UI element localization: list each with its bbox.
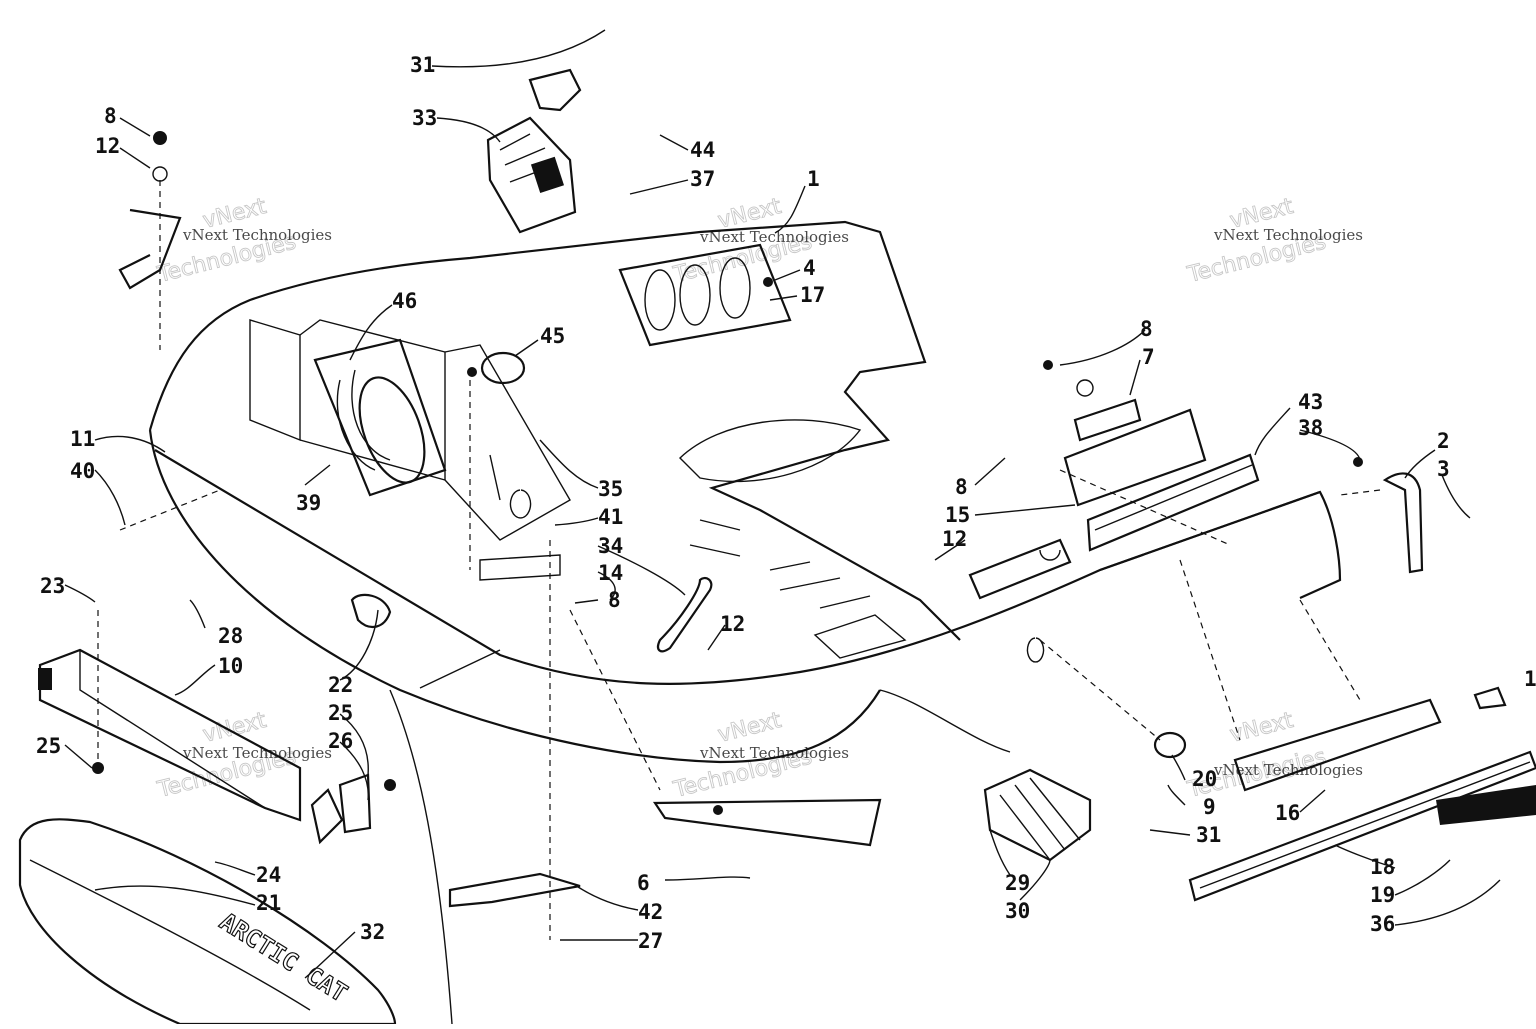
plate-22 <box>350 593 392 629</box>
callout-25-left: 25 <box>36 734 61 758</box>
callout-45: 45 <box>540 324 565 348</box>
callout-20: 20 <box>1192 767 1217 791</box>
callout-11: 11 <box>70 427 95 451</box>
steering-boot <box>486 116 577 234</box>
handle-34 <box>656 576 713 653</box>
belly-pan-body <box>148 220 1342 1025</box>
nose-cover: ARCTIC CAT <box>18 818 397 1026</box>
running-board-18 <box>1188 750 1536 902</box>
callout-35: 35 <box>598 477 623 501</box>
callout-43: 43 <box>1298 390 1323 414</box>
callout-31-right: 31 <box>1196 823 1221 847</box>
callout-31-top: 31 <box>410 53 435 77</box>
callout-42: 42 <box>638 900 663 924</box>
callout-33: 33 <box>412 106 437 130</box>
svg-text:vNext Technologies: vNext Technologies <box>1213 226 1363 244</box>
callout-1-right-edge: 1 <box>1524 667 1536 691</box>
left-bracket <box>118 131 182 290</box>
plate-42 <box>448 872 581 908</box>
bracket-7 <box>1043 360 1142 442</box>
callout-18: 18 <box>1370 855 1395 879</box>
callout-8-left: 8 <box>104 104 117 128</box>
callout-3: 3 <box>1437 457 1450 481</box>
svg-text:vNext: vNext <box>1227 708 1296 748</box>
callout-12-center: 12 <box>720 612 745 636</box>
callout-40: 40 <box>70 459 95 483</box>
callout-22: 22 <box>328 673 353 697</box>
strip-2-3 <box>1353 457 1424 574</box>
callout-7: 7 <box>1142 345 1155 369</box>
callout-10: 10 <box>218 654 243 678</box>
callout-labels: 31 33 8 12 44 37 1 4 17 46 45 8 7 43 38 … <box>36 53 1536 953</box>
callout-17: 17 <box>800 283 825 307</box>
rail-43 <box>1086 453 1260 552</box>
watermark-lower-center: vNext Technologies vNext Technologies <box>670 707 849 803</box>
brackets-25-26 <box>310 773 396 845</box>
watermark-right: vNext Technologies vNext Technologies <box>1184 193 1363 288</box>
callout-19: 19 <box>1370 883 1395 907</box>
callout-29: 29 <box>1005 871 1030 895</box>
callout-34: 34 <box>598 534 623 558</box>
svg-text:vNext Technologies: vNext Technologies <box>182 226 332 244</box>
callout-25-right: 25 <box>328 701 353 725</box>
svg-text:vNext: vNext <box>715 708 784 748</box>
bracket-31-top <box>528 68 582 112</box>
watermark-center: vNext Technologies vNext Technologies <box>670 193 849 288</box>
watermark-lower-left: vNext Technologies vNext Technologies <box>154 707 332 803</box>
callout-44: 44 <box>690 138 715 162</box>
callout-27: 27 <box>638 929 663 953</box>
callout-38: 38 <box>1298 416 1323 440</box>
front-bumper-bar <box>38 648 302 822</box>
callout-9: 9 <box>1203 795 1216 819</box>
callout-28: 28 <box>218 624 243 648</box>
callout-16: 16 <box>1275 801 1300 825</box>
callout-8-center: 8 <box>608 588 621 612</box>
callout-2: 2 <box>1437 429 1450 453</box>
svg-text:vNext: vNext <box>200 708 269 748</box>
callout-12-left: 12 <box>95 134 120 158</box>
callout-21: 21 <box>256 891 281 915</box>
bumper-pad-6 <box>652 798 882 847</box>
hood-vent-grille <box>618 243 792 347</box>
callout-30: 30 <box>1005 899 1030 923</box>
dash-panel-46 <box>313 338 447 497</box>
callout-8-right: 8 <box>1140 317 1153 341</box>
callout-36: 36 <box>1370 912 1395 936</box>
svg-text:vNext Technologies: vNext Technologies <box>1213 761 1363 779</box>
boot-29-30 <box>983 768 1092 862</box>
callout-37: 37 <box>690 167 715 191</box>
callout-26: 26 <box>328 729 353 753</box>
callout-39: 39 <box>296 491 321 515</box>
leader-lines <box>64 29 1501 979</box>
svg-text:vNext Technologies: vNext Technologies <box>182 744 332 762</box>
callout-24: 24 <box>256 863 281 887</box>
callout-4: 4 <box>803 256 816 280</box>
callout-46: 46 <box>392 289 417 313</box>
callout-15: 15 <box>945 503 970 527</box>
callout-6: 6 <box>637 871 650 895</box>
callout-8-mid-right: 8 <box>955 475 968 499</box>
rail-15 <box>1063 408 1207 507</box>
side-rail-16 <box>1233 698 1442 792</box>
callout-41: 41 <box>598 505 623 529</box>
trim-12b <box>968 538 1072 600</box>
callout-1: 1 <box>807 167 820 191</box>
watermark-left: vNext Technologies vNext Technologies <box>154 193 332 288</box>
cover-lettering: ARCTIC CAT <box>215 907 352 1007</box>
grille-19 <box>1436 785 1536 825</box>
grommet-45 <box>467 351 526 385</box>
grommet-20 <box>1153 731 1187 759</box>
callout-12-mid-right: 12 <box>942 527 967 551</box>
latch-1b <box>1473 686 1507 710</box>
callout-32: 32 <box>360 920 385 944</box>
callout-14: 14 <box>598 561 623 585</box>
callout-23: 23 <box>40 574 65 598</box>
svg-text:vNext Technologies: vNext Technologies <box>699 744 849 762</box>
svg-text:vNext Technologies: vNext Technologies <box>699 228 849 246</box>
